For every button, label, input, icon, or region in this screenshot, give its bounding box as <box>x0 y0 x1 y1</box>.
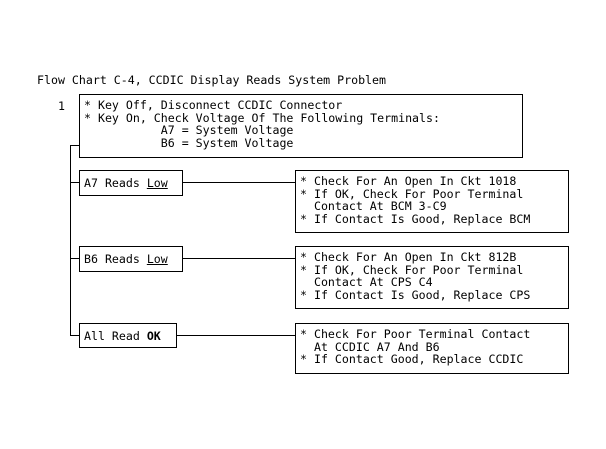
result-box-b6: * Check For An Open In Ckt 812B * If OK,… <box>295 246 569 309</box>
condition-label: B6 Reads <box>84 252 147 266</box>
condition-value: Low <box>146 176 168 190</box>
result-line: * If Contact Good, Replace CCDIC <box>300 352 524 366</box>
step1-line: B6 = System Voltage <box>84 135 294 150</box>
result-line: * If OK, Check For Poor Terminal <box>300 186 524 201</box>
result-line: At CCDIC A7 And B6 <box>300 339 440 354</box>
step-number: 1 <box>58 99 65 113</box>
result-box-all-ok: * Check For Poor Terminal Contact At CCD… <box>295 323 569 374</box>
result-line: * If OK, Check For Poor Terminal <box>300 262 524 277</box>
condition-value: Low <box>146 252 168 266</box>
step1-line: * Key Off, Disconnect CCDIC Connector <box>84 98 343 112</box>
result-line: * If Contact Is Good, Replace CPS <box>300 287 531 302</box>
condition-label: A7 Reads <box>84 176 147 190</box>
result-line: * Check For Poor Terminal Contact <box>300 327 531 341</box>
step1-line: * Key On, Check Voltage Of The Following… <box>84 110 440 125</box>
condition-box-b6: B6 Reads Low <box>79 246 183 272</box>
condition-box-a7: A7 Reads Low <box>79 170 183 196</box>
step1-line: A7 = System Voltage <box>84 123 294 137</box>
condition-value: OK <box>146 329 161 343</box>
result-line: Contact At BCM 3-C9 <box>300 199 447 213</box>
step1-box: * Key Off, Disconnect CCDIC Connector * … <box>79 94 523 158</box>
result-line: * If Contact Is Good, Replace BCM <box>300 211 531 226</box>
condition-box-all-ok: All Read OK <box>79 323 177 348</box>
result-box-a7: * Check For An Open In Ckt 1018 * If OK,… <box>295 170 569 233</box>
condition-label: All Read <box>84 329 147 343</box>
result-line: Contact At CPS C4 <box>300 275 433 289</box>
chart-title: Flow Chart C-4, CCDIC Display Reads Syst… <box>37 73 387 87</box>
result-line: * Check For An Open In Ckt 812B <box>300 250 517 264</box>
result-line: * Check For An Open In Ckt 1018 <box>300 174 517 188</box>
